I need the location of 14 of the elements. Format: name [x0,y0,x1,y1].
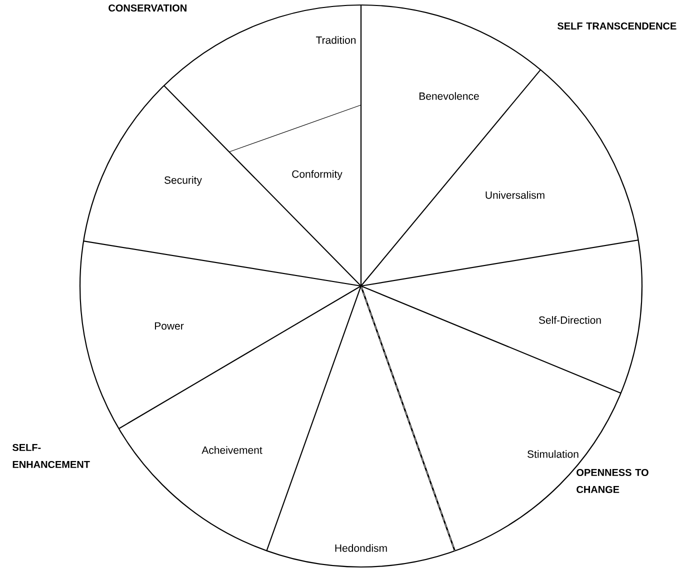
group-label: SELF- ENHANCEMENT [12,444,90,468]
value-label: Benevolence [420,92,479,100]
value-label: Tradition [316,36,356,44]
value-label: Power [154,322,184,330]
value-label: Security [164,176,202,186]
value-label: Self-Direction [538,316,601,324]
group-label: OPENNESS TO CHANGE [576,468,648,494]
group-label: SELF TRANSCENDENCE [557,22,676,30]
value-label: Conformity [292,170,342,180]
value-label: Acheivement [202,446,262,454]
group-label: CONSERVATION [108,4,186,12]
value-label: Universalism [486,191,544,199]
value-label: Hedondism [335,544,387,552]
value-label: Stimulation [528,450,578,458]
